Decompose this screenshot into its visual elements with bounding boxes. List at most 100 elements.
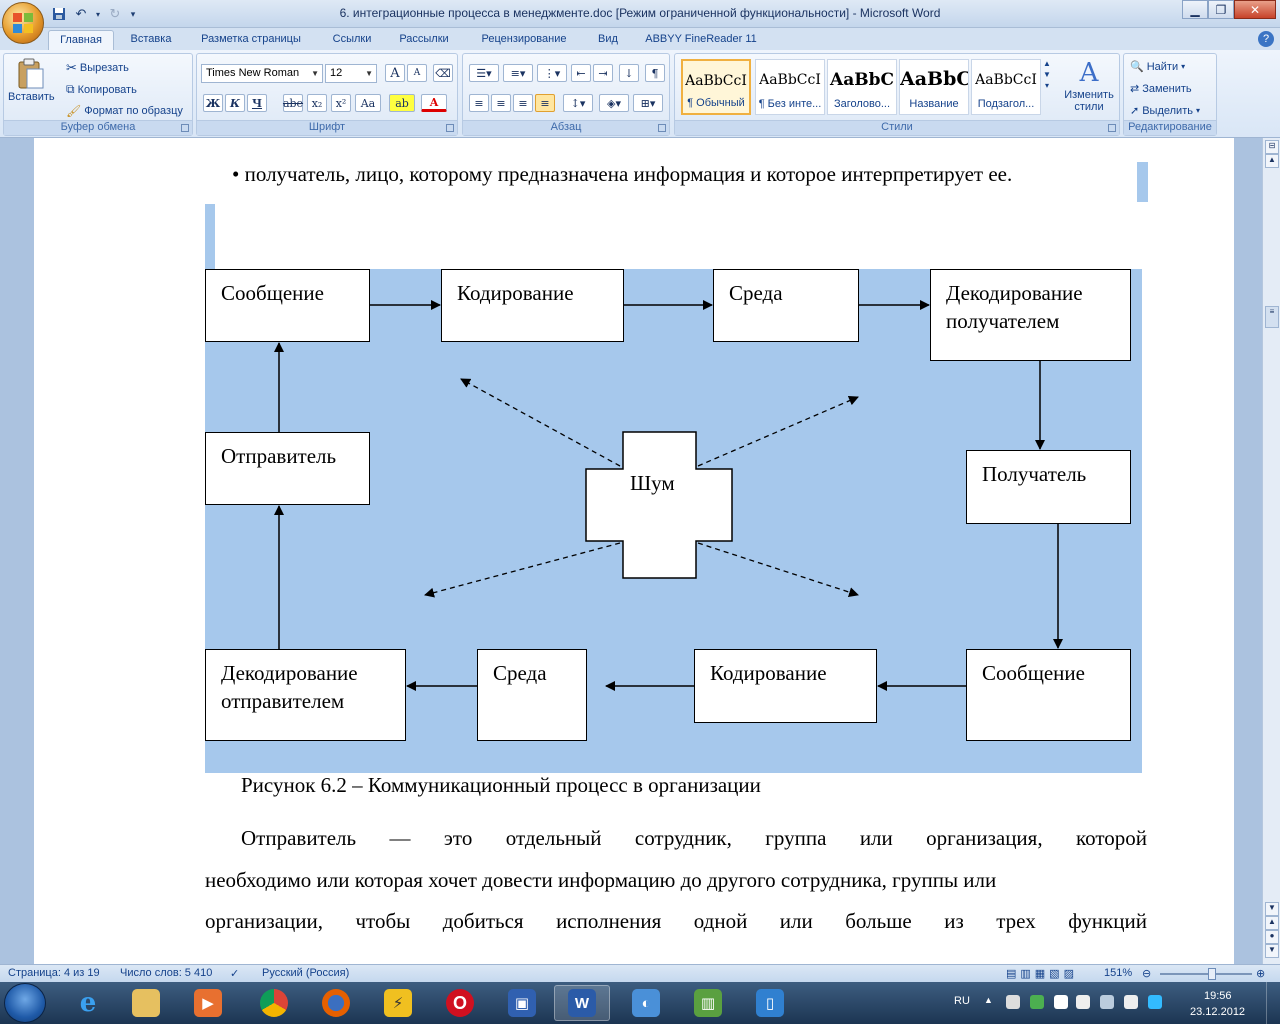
align-left-button[interactable]: ≡ — [469, 94, 489, 112]
zoom-level[interactable]: 151% — [1104, 967, 1133, 979]
tab-home[interactable]: Главная — [48, 30, 114, 50]
style-no-spacing[interactable]: AaBbCcI ¶ Без инте... — [755, 59, 825, 115]
bullet-line[interactable]: • получатель, лицо, которому предназначе… — [232, 162, 1013, 186]
paragraph-launcher-icon[interactable] — [658, 124, 666, 132]
taskbar-word[interactable]: W — [554, 985, 610, 1021]
volume-icon[interactable] — [1124, 995, 1138, 1009]
office-button[interactable] — [2, 2, 44, 44]
zoom-out-icon[interactable]: ⊖ — [1142, 968, 1152, 980]
show-desktop-button[interactable] — [1266, 982, 1280, 1024]
numbering-button[interactable]: ≡▾ — [503, 64, 533, 82]
view-mode-icons[interactable]: ▤▥▦▧▨ — [1006, 968, 1078, 980]
clear-format-button[interactable]: ⌫ — [433, 64, 453, 82]
styles-scroll[interactable]: ▲ ▼ ▾ — [1043, 59, 1051, 90]
italic-button[interactable]: К — [225, 94, 245, 112]
change-case-button[interactable]: Aa — [355, 94, 381, 112]
decrease-indent-button[interactable]: ⇤ — [571, 64, 591, 82]
line-spacing-button[interactable]: ↕▾ — [563, 94, 593, 112]
zoom-slider[interactable] — [1160, 973, 1252, 975]
taskbar-ie[interactable]: e — [60, 985, 116, 1021]
prev-page-icon[interactable]: ▲ — [1265, 916, 1279, 930]
tab-view[interactable]: Вид — [598, 33, 618, 45]
taskbar-app5[interactable]: ⚡ — [370, 985, 426, 1021]
taskbar-app9[interactable]: ◐ — [618, 985, 674, 1021]
taskbar-floppy[interactable]: ▣ — [494, 985, 550, 1021]
vertical-scrollbar[interactable]: ⊟ ▲ ≡ ▼ ▲ ● ▼ — [1262, 138, 1280, 964]
shading-button[interactable]: ◈▾ — [599, 94, 629, 112]
font-size-combo[interactable]: 12▼ — [325, 64, 377, 83]
zoom-slider-thumb[interactable] — [1208, 968, 1216, 980]
save-icon[interactable] — [50, 5, 68, 23]
restore-button[interactable]: ❐ — [1208, 0, 1234, 19]
show-hidden-icons[interactable]: ▲ — [984, 995, 993, 1005]
strikethrough-button[interactable]: abe — [283, 94, 303, 112]
style-normal[interactable]: AaBbCcI ¶ Обычный — [681, 59, 751, 115]
tab-abbyy[interactable]: ABBYY FineReader 11 — [645, 33, 757, 45]
scroll-thumb[interactable]: ≡ — [1265, 306, 1279, 328]
align-right-button[interactable]: ≡ — [513, 94, 533, 112]
status-page[interactable]: Страница: 4 из 19 — [8, 967, 100, 979]
highlight-button[interactable]: ab — [389, 94, 415, 112]
status-language[interactable]: Русский (Россия) — [262, 967, 350, 979]
increase-indent-button[interactable]: ⇥ — [593, 64, 613, 82]
font-color-button[interactable]: A — [421, 94, 447, 112]
tab-mailings[interactable]: Рассылки — [399, 33, 449, 45]
justify-button[interactable]: ≡ — [535, 94, 555, 112]
figure-caption[interactable]: Рисунок 6.2 – Коммуникационный процесс в… — [241, 773, 761, 797]
ruler-toggle-icon[interactable]: ⊟ — [1265, 140, 1279, 154]
format-painter-button[interactable]: 🖌 Формат по образцу — [66, 104, 183, 118]
style-heading[interactable]: AaBbC Заголово... — [827, 59, 897, 115]
tray-app-icon[interactable] — [1030, 995, 1044, 1009]
subscript-button[interactable]: x₂ — [307, 94, 327, 112]
tray-app-icon[interactable] — [1148, 995, 1162, 1009]
taskbar-app10[interactable]: ▥ — [680, 985, 736, 1021]
paste-button[interactable]: Вставить — [8, 58, 55, 103]
find-button[interactable]: 🔍 Найти▾ — [1130, 60, 1185, 74]
status-word-count[interactable]: Число слов: 5 410 — [120, 967, 213, 979]
bullets-button[interactable]: ☰▾ — [469, 64, 499, 82]
font-name-combo[interactable]: Times New Roman▼ — [201, 64, 323, 83]
replace-button[interactable]: ⇄ Заменить — [1130, 82, 1192, 96]
clock-time[interactable]: 19:56 — [1204, 990, 1232, 1002]
style-subtitle[interactable]: AaBbCcI Подзагол... — [971, 59, 1041, 115]
underline-button[interactable]: Ч — [247, 94, 267, 112]
clipboard-launcher-icon[interactable] — [181, 124, 189, 132]
tab-review[interactable]: Рецензирование — [481, 33, 567, 45]
shield-icon[interactable] — [1054, 995, 1068, 1009]
font-launcher-icon[interactable] — [446, 124, 454, 132]
shrink-font-button[interactable]: A — [407, 64, 427, 82]
cut-button[interactable]: ✂ Вырезать — [66, 60, 129, 76]
input-language[interactable]: RU — [954, 995, 970, 1007]
superscript-button[interactable]: x² — [331, 94, 351, 112]
browse-object-icon[interactable]: ● — [1265, 930, 1279, 944]
taskbar-firefox[interactable] — [308, 985, 364, 1021]
help-icon[interactable]: ? — [1258, 31, 1274, 47]
next-page-icon[interactable]: ▼ — [1265, 944, 1279, 958]
taskbar-app11[interactable]: ▯ — [742, 985, 798, 1021]
tray-app-icon[interactable] — [1006, 995, 1020, 1009]
show-marks-button[interactable]: ¶ — [645, 64, 665, 82]
scroll-up-icon[interactable]: ▲ — [1265, 154, 1279, 168]
paragraph-line-2[interactable]: необходимо или которая хочет довести инф… — [205, 868, 997, 892]
copy-button[interactable]: ⧉ Копировать — [66, 82, 137, 97]
tab-references[interactable]: Ссылки — [332, 33, 372, 45]
tab-insert[interactable]: Вставка — [130, 33, 172, 45]
borders-button[interactable]: ⊞▾ — [633, 94, 663, 112]
undo-icon[interactable]: ↶ — [75, 6, 87, 21]
taskbar-explorer[interactable] — [118, 985, 174, 1021]
multilevel-list-button[interactable]: ⋮▾ — [537, 64, 567, 82]
clock-date[interactable]: 23.12.2012 — [1190, 1006, 1246, 1018]
network-icon[interactable] — [1100, 995, 1114, 1009]
scroll-down-icon[interactable]: ▼ — [1265, 902, 1279, 916]
taskbar-opera[interactable]: O — [432, 985, 488, 1021]
select-button[interactable]: ➚ Выделить▾ — [1130, 104, 1200, 118]
styles-launcher-icon[interactable] — [1108, 124, 1116, 132]
zoom-in-icon[interactable]: ⊕ — [1256, 968, 1266, 980]
redo-icon[interactable]: ↻ — [109, 6, 121, 21]
tab-page-layout[interactable]: Разметка страницы — [201, 33, 301, 45]
tray-app-icon[interactable] — [1076, 995, 1090, 1009]
start-button[interactable] — [4, 983, 46, 1023]
spellcheck-icon[interactable]: ✓ — [230, 968, 240, 980]
